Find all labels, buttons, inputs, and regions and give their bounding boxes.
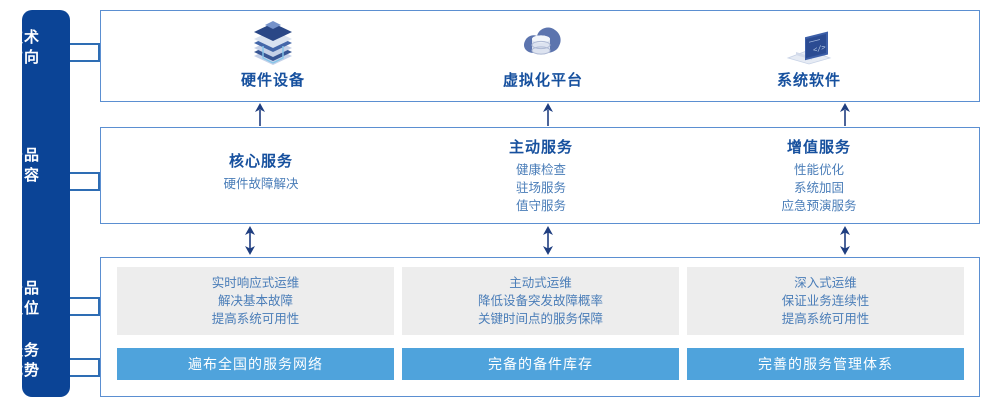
laptop-code-icon: </> xyxy=(679,17,939,65)
connector-line-advantage-top xyxy=(70,358,100,360)
content-title-core-service: 核心服务 xyxy=(228,153,293,170)
connector-line-content-bottom xyxy=(70,189,100,191)
category-sidebar xyxy=(22,10,70,397)
position-card-line: 实时响应式运维 xyxy=(211,276,300,290)
arrow-up-down-icon-center xyxy=(541,226,555,255)
position-card-indepth[interactable]: 深入式运维 保证业务连续性 提高系统可用性 xyxy=(687,267,964,335)
connector-line-tech-top xyxy=(70,43,100,45)
svg-text:</>: </> xyxy=(813,42,826,54)
position-card-line: 主动式运维 xyxy=(509,276,572,290)
sidebar-label-line1: 产品 xyxy=(7,280,40,297)
position-card-line: 关键时间点的服务保障 xyxy=(477,312,603,326)
sidebar-item-product-position[interactable]: 产品 定位 xyxy=(0,279,48,319)
connector-line-content-top xyxy=(70,172,100,174)
arrow-up-icon-center xyxy=(541,103,555,126)
position-card-line: 保证业务连续性 xyxy=(781,294,870,308)
product-position-advantage-panel: 实时响应式运维 解决基本故障 提高系统可用性 主动式运维 降低设备突发故障概率 … xyxy=(100,257,980,397)
tech-column-system-software[interactable]: </> 系统软件 xyxy=(679,17,939,99)
arrow-up-icon-left xyxy=(253,103,267,126)
sidebar-label-line2: 内容 xyxy=(7,167,40,184)
arrow-up-down-icon-left xyxy=(243,226,257,255)
server-stack-icon xyxy=(143,17,403,65)
connector-line-position-top xyxy=(70,297,100,299)
sidebar-label-line1: 技术 xyxy=(7,29,40,46)
content-item: 驻场服务 xyxy=(515,181,566,195)
content-column-core-service[interactable]: 核心服务 硬件故障解决 xyxy=(121,150,401,193)
tech-label-virtualization: 虚拟化平台 xyxy=(502,72,583,89)
sidebar-label-line2: 定位 xyxy=(7,300,40,317)
position-card-proactive[interactable]: 主动式运维 降低设备突发故障概率 关键时间点的服务保障 xyxy=(402,267,679,335)
position-card-line: 提高系统可用性 xyxy=(211,312,300,326)
arrow-up-icon-right xyxy=(838,103,852,126)
connector-line-tech-bottom xyxy=(70,60,100,62)
advantage-bar-service-network[interactable]: 遍布全国的服务网络 xyxy=(117,348,394,380)
content-column-value-added-service[interactable]: 增值服务 性能优化 系统加固 应急预演服务 xyxy=(679,136,959,215)
connector-line-advantage-bottom xyxy=(70,375,100,377)
position-card-line: 提高系统可用性 xyxy=(781,312,870,326)
sidebar-label-line1: 服务 xyxy=(7,342,40,359)
advantage-bar-management-system[interactable]: 完善的服务管理体系 xyxy=(687,348,964,380)
position-card-realtime[interactable]: 实时响应式运维 解决基本故障 提高系统可用性 xyxy=(117,267,394,335)
tech-label-system-software: 系统软件 xyxy=(776,72,841,89)
content-item: 性能优化 xyxy=(793,163,844,177)
tech-label-hardware: 硬件设备 xyxy=(240,72,305,89)
position-card-line: 降低设备突发故障概率 xyxy=(477,294,603,308)
connector-vline-advantage xyxy=(98,358,100,376)
content-item: 硬件故障解决 xyxy=(223,177,299,191)
sidebar-label-line2: 方向 xyxy=(7,49,40,66)
content-item: 值守服务 xyxy=(515,199,566,213)
content-item: 应急预演服务 xyxy=(781,199,857,213)
content-title-proactive-service: 主动服务 xyxy=(508,139,573,156)
connector-vline-content xyxy=(98,172,100,190)
content-item: 健康检查 xyxy=(515,163,566,177)
position-card-line: 深入式运维 xyxy=(794,276,857,290)
sidebar-label-line1: 产品 xyxy=(7,147,40,164)
sidebar-item-service-advantage[interactable]: 服务 优势 xyxy=(0,341,48,381)
connector-vline-tech xyxy=(98,43,100,61)
connector-line-position-bottom xyxy=(70,314,100,316)
connector-vline-position xyxy=(98,297,100,315)
sidebar-label-line2: 优势 xyxy=(7,362,40,379)
content-column-proactive-service[interactable]: 主动服务 健康检查 驻场服务 值守服务 xyxy=(401,136,681,215)
tech-direction-panel: 硬件设备 虚拟化平台 xyxy=(100,10,980,102)
content-item: 系统加固 xyxy=(793,181,844,195)
sidebar-item-product-content[interactable]: 产品 内容 xyxy=(0,146,48,186)
tech-column-hardware[interactable]: 硬件设备 xyxy=(143,17,403,99)
arrow-up-down-icon-right xyxy=(838,226,852,255)
advantage-bar-spare-parts[interactable]: 完备的备件库存 xyxy=(402,348,679,380)
position-card-line: 解决基本故障 xyxy=(217,294,293,308)
tech-column-virtualization[interactable]: 虚拟化平台 xyxy=(413,17,673,99)
sidebar-item-tech-direction[interactable]: 技术 方向 xyxy=(0,28,48,68)
cloud-database-icon xyxy=(413,17,673,65)
content-title-value-added-service: 增值服务 xyxy=(786,139,851,156)
product-content-panel: 核心服务 硬件故障解决 主动服务 健康检查 驻场服务 值守服务 增值服务 性能优… xyxy=(100,127,980,224)
